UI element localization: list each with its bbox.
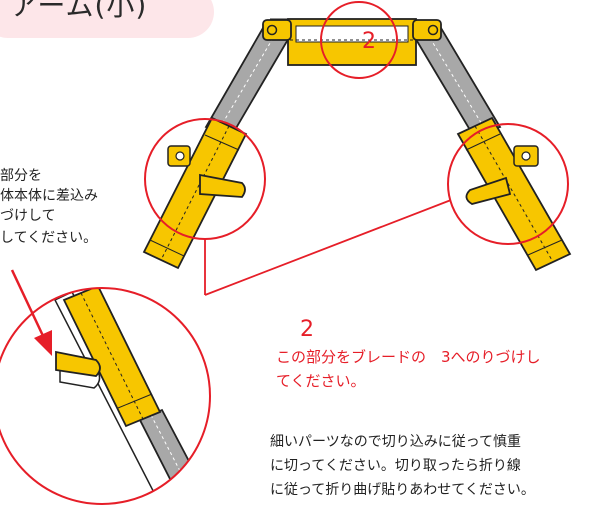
right-red-line-2: てください。 (276, 372, 366, 390)
left-note-line-2: 体本体に差込み (0, 188, 98, 204)
zoom-detail (0, 288, 210, 504)
left-note-line-3: づけして (0, 208, 56, 224)
red-arrow (10, 269, 52, 356)
center-part-number: 2 (362, 29, 376, 54)
left-note-line-1: 部分を (0, 168, 42, 184)
right-red-line-1: この部分をブレードの 3へのりづけし (276, 348, 541, 366)
right-part-number: 2 (300, 317, 314, 342)
zoom-circle (0, 287, 211, 505)
page-title: アーム(小) (10, 0, 148, 22)
bottom-note-line-2: に切ってください。切り取ったら折り線 (270, 458, 521, 474)
bottom-note-line-1: 細いパーツなので切り込みに従って慎重 (270, 434, 522, 450)
title-badge: アーム(小) (0, 0, 214, 38)
callout-line-right (204, 199, 452, 296)
right-arm (412, 19, 572, 272)
left-arm (142, 19, 292, 270)
highlight-circle-right (447, 123, 569, 245)
left-note-line-4: してください。 (0, 230, 98, 246)
highlight-circle-center (320, 1, 398, 79)
bottom-note-line-3: に従って折り曲げ貼りあわせてください。 (270, 482, 535, 498)
